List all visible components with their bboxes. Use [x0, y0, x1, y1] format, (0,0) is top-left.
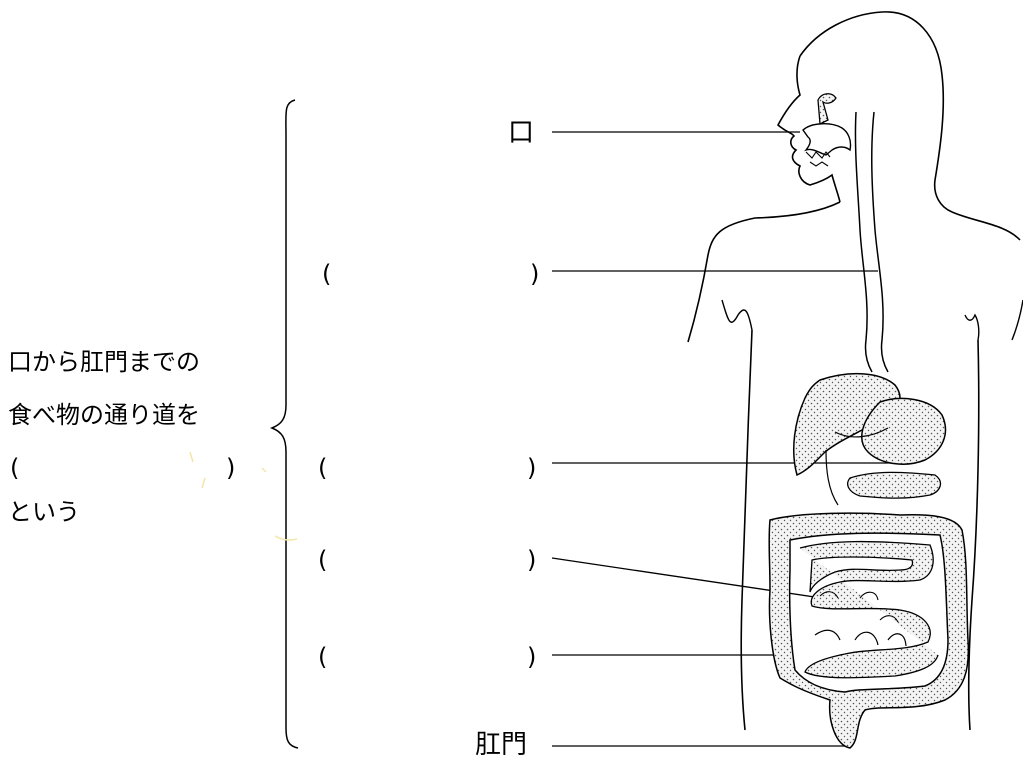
esophagus: [855, 112, 888, 372]
nasal-cavity: [818, 94, 836, 124]
oral-cavity: [803, 124, 851, 155]
pancreas: [848, 472, 941, 498]
right-side: [969, 340, 979, 730]
torso-outline: [688, 202, 840, 342]
curly-brace: [272, 100, 298, 748]
leader-small-intestine: [552, 558, 855, 603]
left-arm-inner: [722, 300, 752, 330]
small-intestine: [800, 542, 938, 678]
right-arm-inner: [965, 315, 979, 340]
left-side: [741, 330, 752, 730]
stomach: [862, 398, 946, 464]
